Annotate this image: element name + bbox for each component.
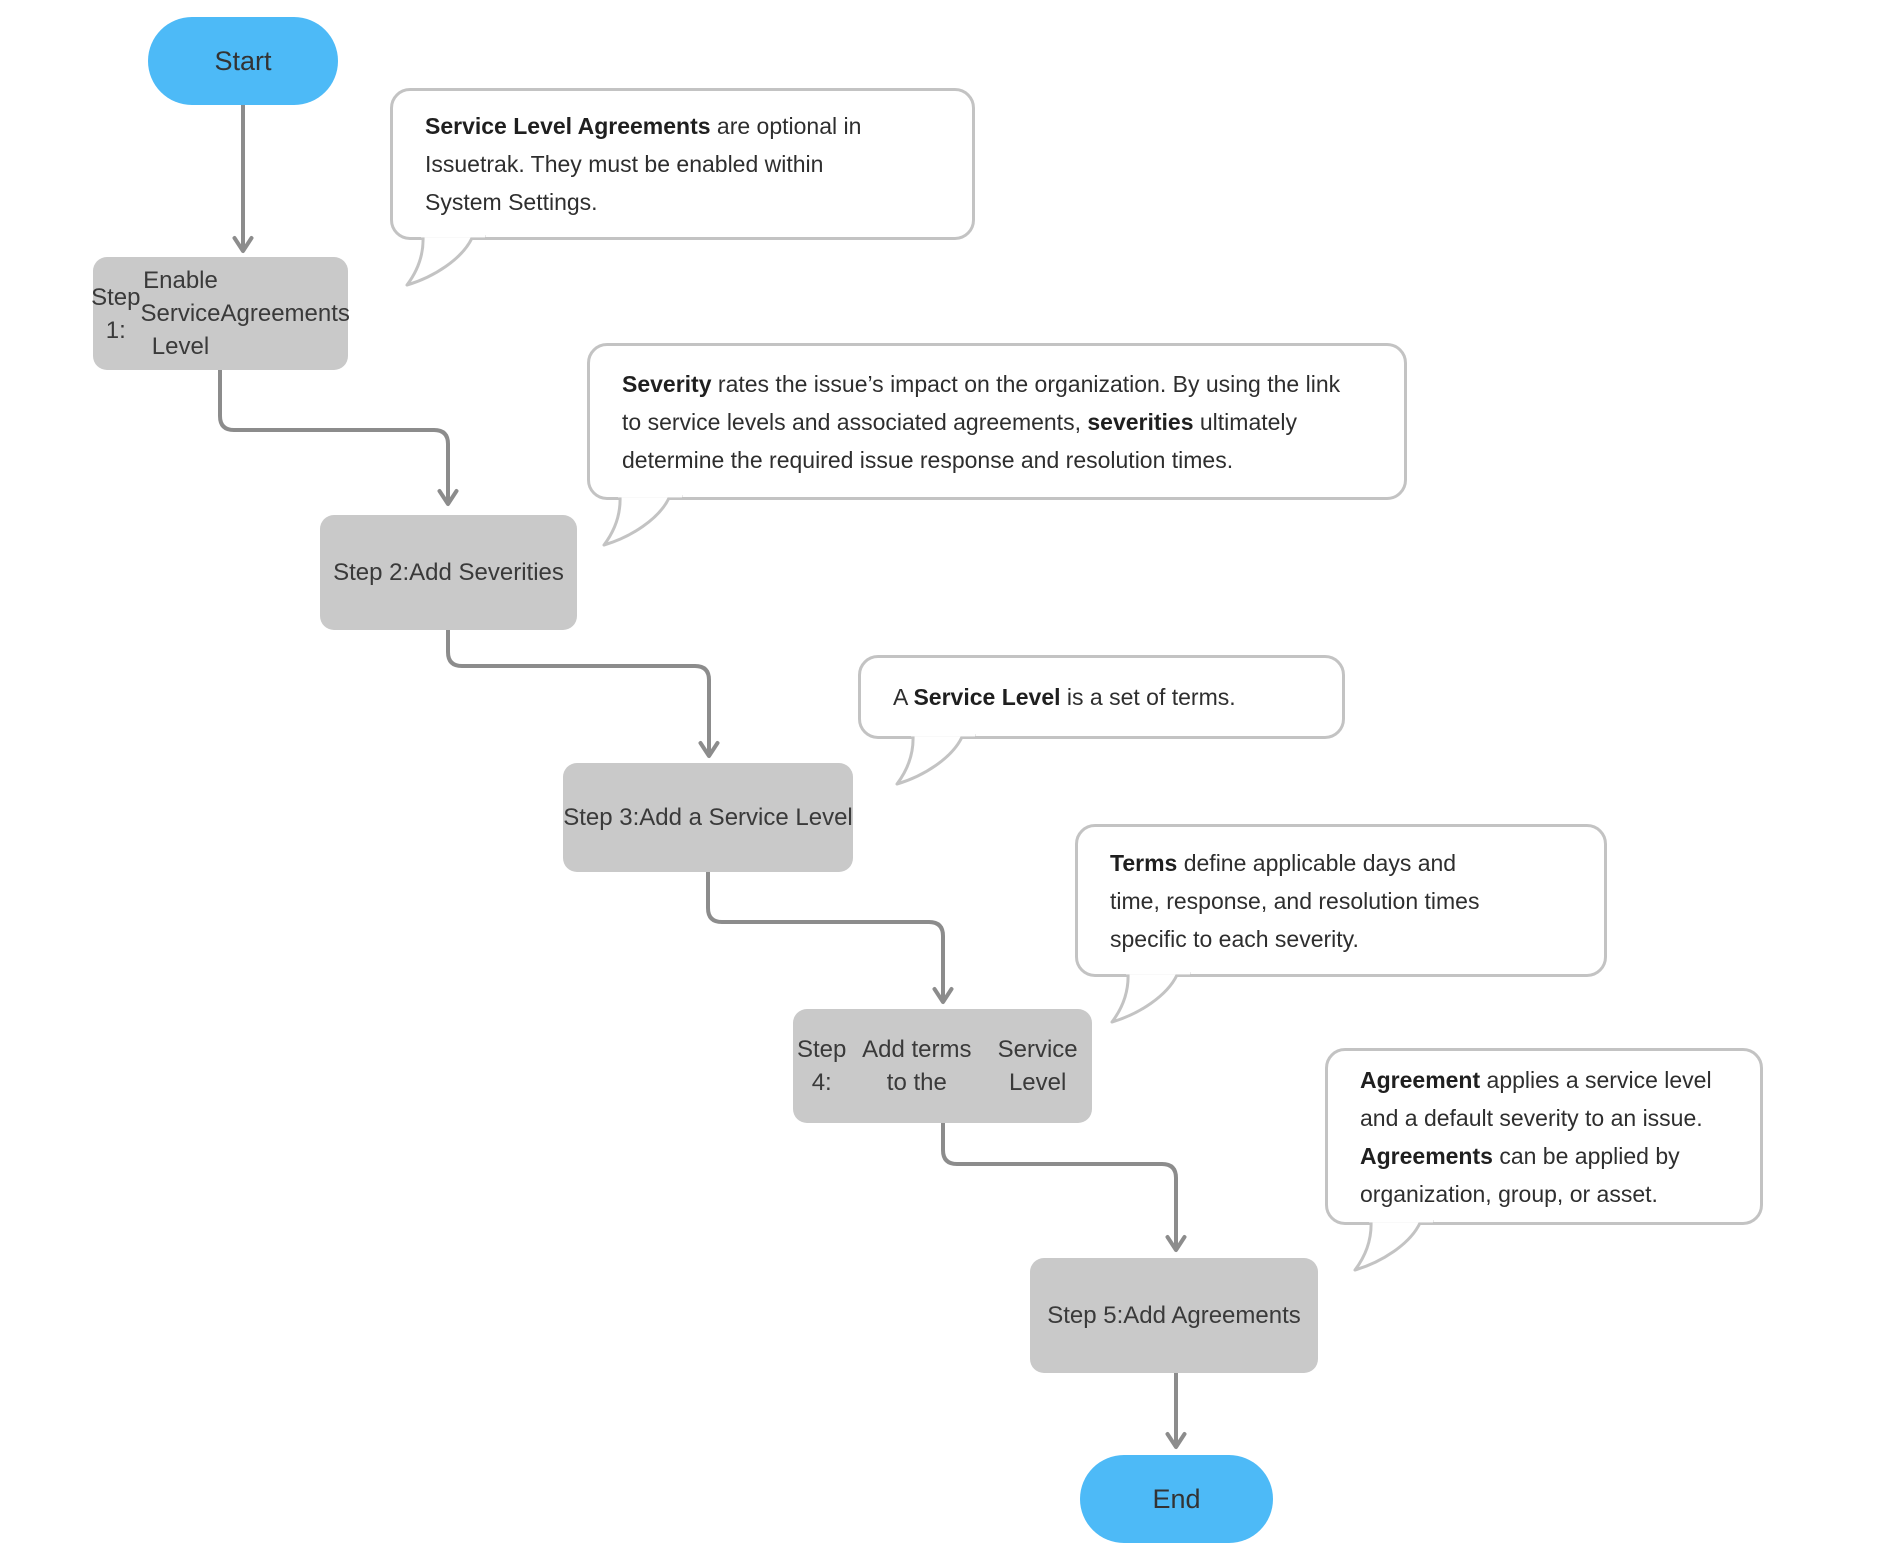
callout-tail [602, 490, 683, 547]
step5-node: Step 5:Add Agreements [1030, 1258, 1318, 1373]
connector-step3-step4 [706, 872, 954, 1004]
end-node-label: End [1152, 1483, 1201, 1514]
start-node-label: Start [214, 45, 272, 76]
callout-tail [1110, 967, 1191, 1024]
step3-node: Step 3:Add a Service Level [563, 763, 853, 872]
connector-step1-step2 [218, 370, 459, 506]
callout-sla-optional: Service Level Agreements are optional in… [390, 88, 975, 287]
callout-tail [895, 729, 976, 786]
callout-tail [405, 230, 486, 287]
connector-step2-step3 [446, 630, 720, 758]
end-node: End [1080, 1455, 1273, 1543]
start-node: Start [148, 17, 338, 105]
callout-tail [1353, 1215, 1434, 1272]
callout-severity-definition: Severity rates the issue’s impact on the… [587, 343, 1407, 547]
connector-step4-step5 [941, 1123, 1187, 1252]
callout-service-level-definition: A Service Level is a set of terms. [858, 655, 1345, 786]
step2-node: Step 2:Add Severities [320, 515, 577, 630]
